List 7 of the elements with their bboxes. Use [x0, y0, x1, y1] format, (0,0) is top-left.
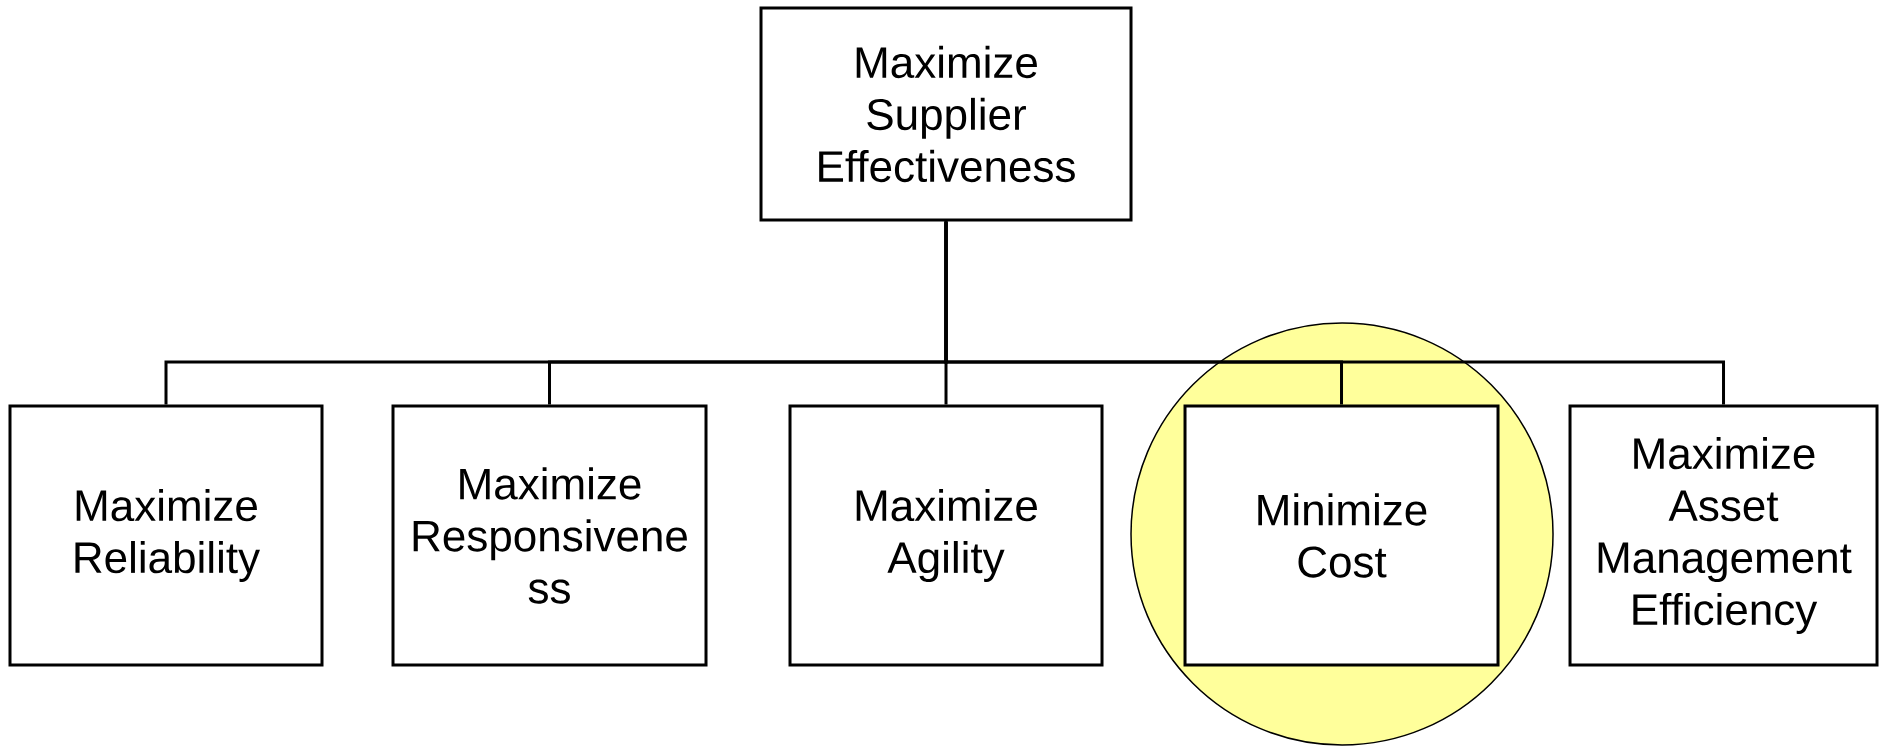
goal-box: Maximize Agility: [788, 404, 1104, 667]
goal-box: Maximize Reliability: [8, 404, 324, 667]
goal-box: Maximize Supplier Effectiveness: [759, 6, 1133, 222]
goal-box: Minimize Cost: [1183, 404, 1500, 667]
connector-line: [944, 221, 1725, 405]
goal-box: Maximize Asset Management Efficiency: [1568, 404, 1879, 667]
goal-box: Maximize Responsivene ss: [391, 404, 708, 667]
